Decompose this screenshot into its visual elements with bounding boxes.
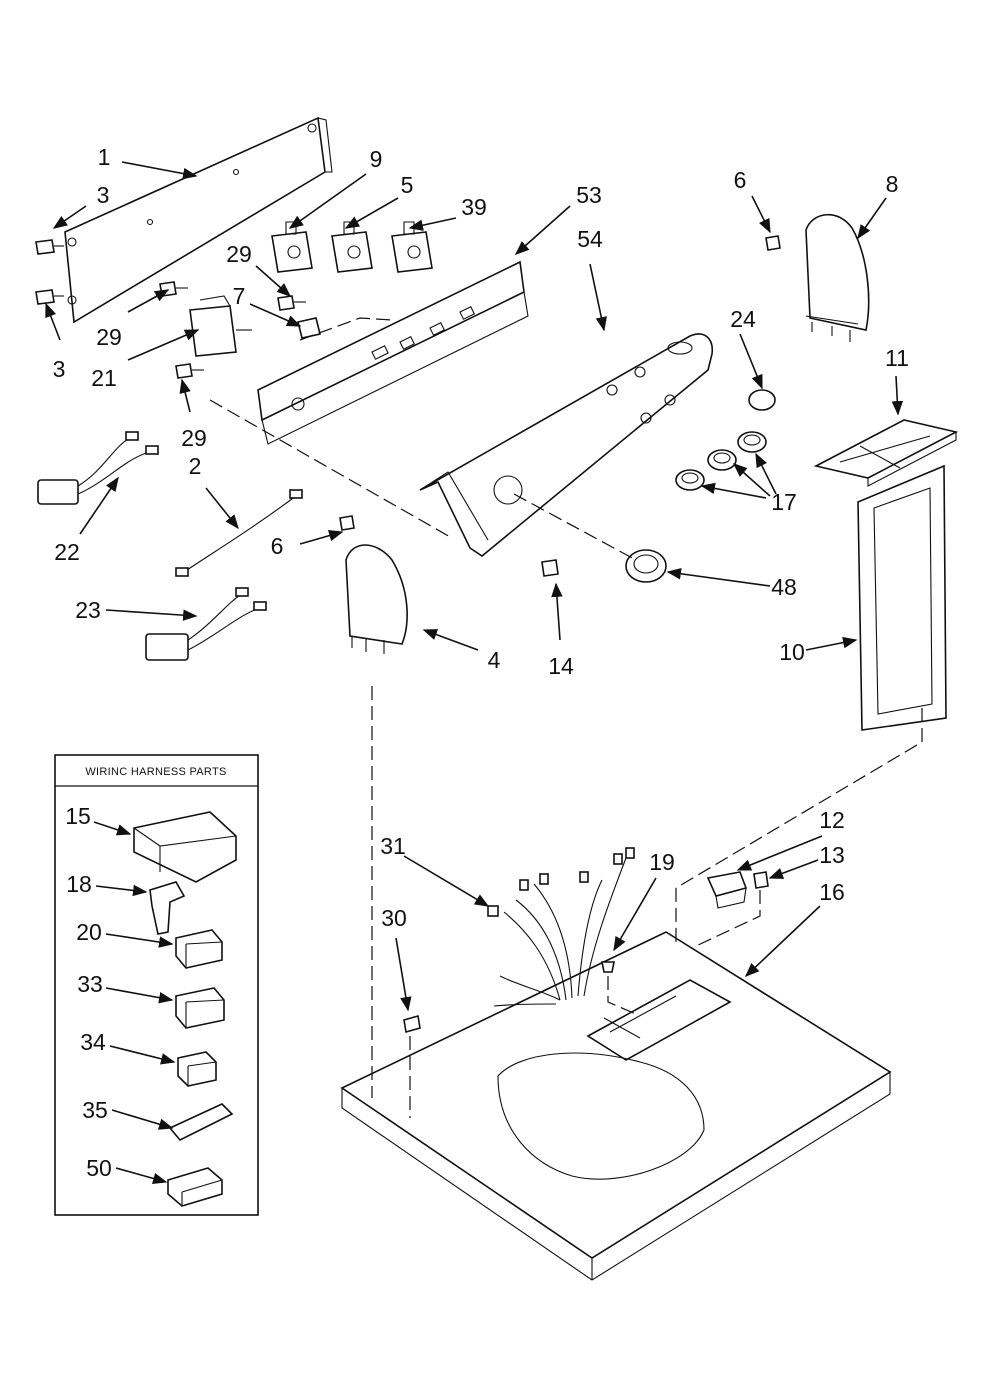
callout-11: 11 (885, 345, 909, 371)
alignment-lines (209, 317, 923, 1118)
callout-34: 34 (80, 1029, 106, 1055)
callout-29-b: 29 (226, 241, 252, 267)
callout-1: 1 (98, 144, 111, 170)
bracket-part-12 (706, 871, 748, 909)
callout-22: 22 (54, 539, 80, 565)
knob-part-48 (625, 549, 667, 583)
clip-part-19 (601, 961, 615, 973)
callout-4: 4 (488, 647, 501, 673)
callout-8: 8 (886, 171, 899, 197)
callout-labels: 1 3 3 29 29 29 21 7 9 5 39 53 54 6 8 24 … (53, 144, 909, 1181)
end-cap-part-8 (805, 213, 870, 342)
callout-24: 24 (730, 306, 756, 332)
connector-part-33 (175, 987, 225, 1029)
console-part-54 (419, 333, 714, 557)
callout-48: 48 (771, 574, 797, 600)
callout-21: 21 (91, 365, 117, 391)
callout-12: 12 (819, 807, 845, 833)
callout-6-left: 6 (271, 533, 284, 559)
knob-part-7 (297, 317, 321, 339)
switch-part-5 (331, 221, 373, 273)
callout-9: 9 (370, 146, 383, 172)
callout-5: 5 (401, 172, 414, 198)
screw-part-6-right (765, 235, 781, 251)
callout-17: 17 (771, 489, 797, 515)
screw-part-29-b (277, 295, 306, 311)
knob-part-17-c (675, 469, 705, 491)
wiring-harness-box: WIRINC HARNESS PARTS (54, 754, 259, 1216)
lens-part-24 (748, 389, 776, 411)
connector-part-50 (167, 1167, 223, 1207)
callout-31: 31 (380, 833, 406, 859)
leader-lines (45, 161, 904, 1012)
callout-23: 23 (75, 597, 101, 623)
callout-18: 18 (66, 871, 92, 897)
wire-harness-part-22 (37, 431, 159, 505)
callout-20: 20 (76, 919, 102, 945)
callout-35: 35 (82, 1097, 108, 1123)
box-leader-lines (93, 821, 176, 1185)
callout-16: 16 (819, 879, 845, 905)
switch-part-39 (391, 221, 433, 273)
timer-part-21 (189, 295, 252, 357)
callout-15: 15 (65, 803, 91, 829)
screw-part-29-c (175, 363, 204, 379)
lint-filter-part-11 (813, 419, 959, 487)
callout-54: 54 (577, 226, 603, 252)
callout-3-upper: 3 (97, 182, 110, 208)
callout-13: 13 (819, 842, 845, 868)
wiring-box-title: WIRINC HARNESS PARTS (85, 766, 226, 778)
callout-53: 53 (576, 182, 602, 208)
callout-33: 33 (77, 971, 103, 997)
callout-6-right: 6 (734, 167, 747, 193)
clip-part-30 (403, 1014, 421, 1034)
control-bracket-part-53 (257, 260, 529, 445)
cabinet-top-part-16 (340, 931, 892, 1281)
screw-part-13 (753, 871, 769, 889)
callout-10: 10 (779, 639, 805, 665)
callout-7: 7 (233, 283, 246, 309)
terminal-part-35 (168, 1103, 234, 1141)
screw-part-3-lower (35, 289, 64, 305)
wire-part-2 (175, 489, 303, 577)
callout-29-a: 29 (96, 324, 122, 350)
callout-50: 50 (86, 1155, 112, 1181)
knob-part-17-b (707, 449, 737, 471)
screw-part-6-left (339, 515, 355, 531)
callout-30: 30 (381, 905, 407, 931)
end-cap-part-4 (345, 544, 408, 654)
knob-part-17-a (737, 431, 767, 453)
screw-part-3-upper (35, 239, 64, 255)
callout-2: 2 (189, 453, 202, 479)
connector-part-20 (175, 929, 223, 969)
callout-3-lower: 3 (53, 356, 66, 382)
harness-wires-part-31 (487, 847, 635, 1007)
screw-part-14 (541, 559, 559, 577)
connector-part-15 (133, 811, 237, 883)
screw-part-29-a (159, 281, 188, 297)
callout-19: 19 (649, 849, 675, 875)
wire-harness-part-23 (145, 587, 267, 661)
clip-part-18 (149, 881, 186, 935)
lint-housing-part-10 (857, 464, 947, 731)
callout-39: 39 (461, 194, 487, 220)
callout-29-c: 29 (181, 425, 207, 451)
connector-part-34 (177, 1051, 217, 1087)
callout-14: 14 (548, 653, 574, 679)
rear-panel (64, 116, 333, 324)
switch-part-9 (271, 221, 313, 273)
